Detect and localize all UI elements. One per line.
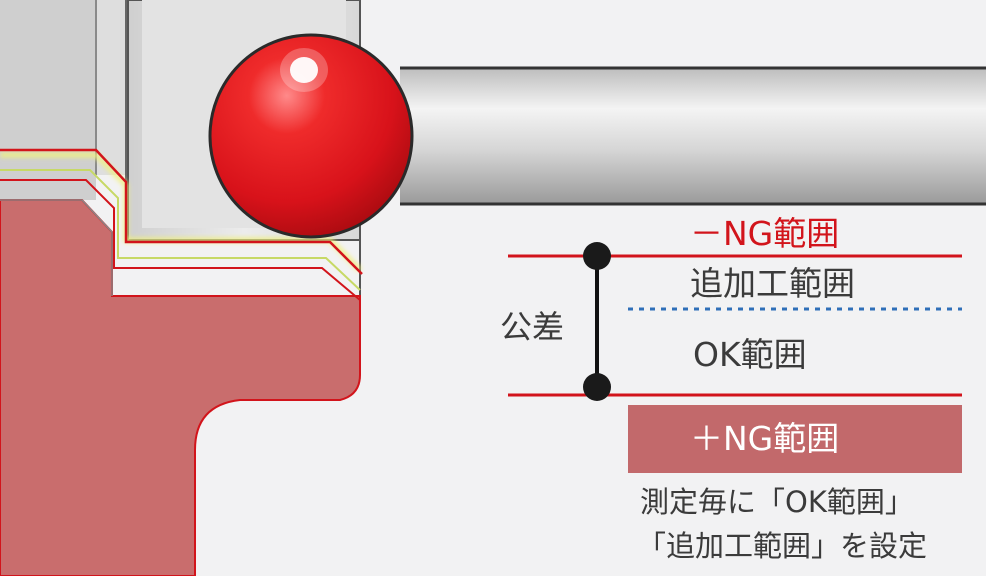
note-line-2: 「追加工範囲」を設定 [637,529,928,563]
note-line-1: 測定毎に「OK範囲」 [640,485,914,519]
plus-ng-box [628,405,962,473]
tolerance-top-dot [583,242,611,270]
probe-ball-icon [208,33,414,239]
probe-stylus [400,66,986,206]
workpiece [0,199,361,576]
contour-lines [0,148,363,301]
additional-range-label: 追加工範囲 [690,264,855,303]
tolerance-legend [508,242,962,473]
tolerance-bottom-dot [583,373,611,401]
plus-ng-label: ＋NG範囲 [690,419,840,458]
tolerance-label: 公差 [500,308,565,346]
minus-ng-label: －NG範囲 [690,214,840,253]
ok-range-label: OK範囲 [693,335,807,374]
